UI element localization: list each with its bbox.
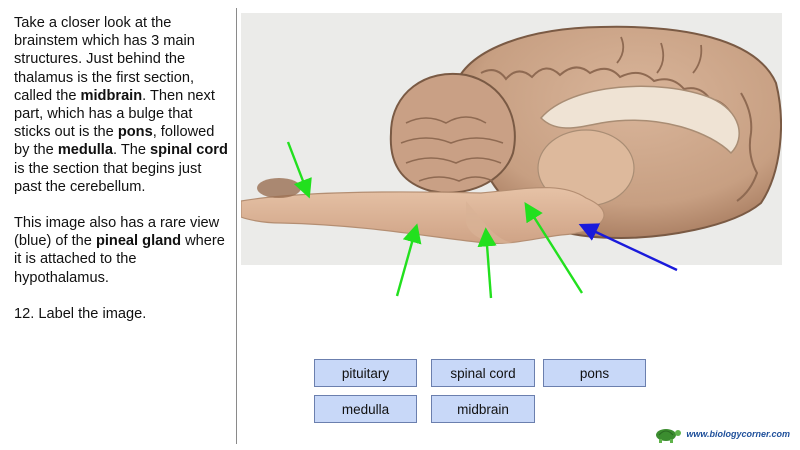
- brainstem-paragraph: Take a closer look at the brainstem whic…: [14, 14, 229, 196]
- site-footer: www.biologycorner.com: [652, 424, 790, 444]
- label-pituitary[interactable]: pituitary: [314, 359, 417, 387]
- text-run: This image also has a rare view (blue) o…: [14, 215, 220, 250]
- text-run: , followed by the: [14, 124, 215, 159]
- text-run: . Then next part, which has a bulge that…: [14, 87, 215, 141]
- text-run: is the section that begins just past the…: [14, 160, 202, 195]
- term-midbrain: midbrain: [80, 87, 143, 104]
- text-run: where it is attached to the hypothalamus…: [14, 233, 225, 286]
- label-midbrain[interactable]: midbrain: [431, 395, 535, 423]
- brain-illustration: [241, 13, 782, 265]
- text-run: . The: [112, 142, 151, 159]
- term-medulla: medulla: [57, 142, 113, 159]
- instructions-panel: Take a closer look at the brainstem whic…: [14, 14, 229, 341]
- label-medulla[interactable]: medulla: [314, 395, 417, 423]
- text-run: Take a closer look at the brainstem whic…: [14, 15, 195, 104]
- term-pineal-gland: pineal gland: [95, 233, 182, 250]
- label-spinal-cord[interactable]: spinal cord: [431, 359, 535, 387]
- brain-photo: [241, 13, 782, 265]
- vertical-divider: [236, 8, 237, 444]
- task-instruction: 12. Label the image.: [14, 305, 147, 322]
- label-pons[interactable]: pons: [543, 359, 646, 387]
- pineal-paragraph: This image also has a rare view (blue) o…: [14, 214, 229, 287]
- term-spinal-cord: spinal cord: [150, 142, 228, 159]
- term-pons: pons: [117, 124, 153, 141]
- footer-site-link[interactable]: www.biologycorner.com: [686, 429, 790, 439]
- turtle-icon: [656, 429, 682, 443]
